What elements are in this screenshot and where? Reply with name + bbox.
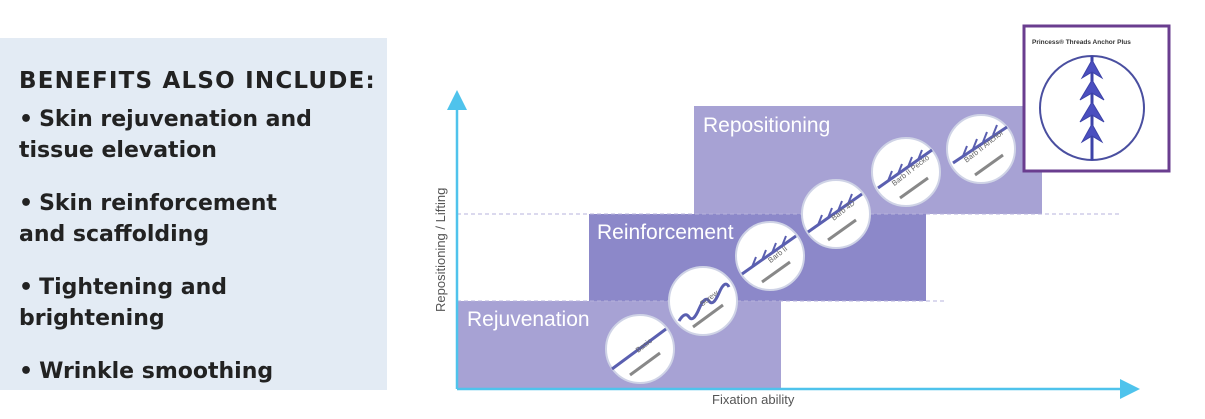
barb-thread-icon <box>807 192 863 234</box>
thread-barb-ii: Barb II <box>735 221 805 291</box>
tier-label-repositioning: Repositioning <box>703 114 830 137</box>
anchor-thread-icon <box>1079 56 1105 160</box>
benefits-panel: BENEFITS ALSO INCLUDE: •Skin rejuvenatio… <box>0 38 387 390</box>
barb-marks <box>887 149 923 182</box>
bullet: • <box>19 107 34 132</box>
benefit-item: •Wrinkle smoothing <box>19 356 377 387</box>
thread-barb-ii-anchor: Barb II Anchor <box>946 114 1016 184</box>
inset-title: Princess® Threads Anchor Plus <box>1032 38 1131 46</box>
benefit-line: and scaffolding <box>19 222 210 247</box>
y-axis-label: Repositioning / Lifting <box>433 188 448 312</box>
benefit-line: Skin reinforcement <box>39 191 277 216</box>
bullet: • <box>19 191 34 216</box>
benefit-line: Tightening and brightening <box>19 275 227 331</box>
benefit-item: •Skin reinforcement and scaffolding <box>19 188 377 250</box>
bullet: • <box>19 359 34 384</box>
barb-thread-icon <box>952 125 1008 165</box>
barb-marks <box>962 124 998 157</box>
x-axis-label: Fixation ability <box>712 392 795 407</box>
benefit-item: •Tightening and brightening <box>19 272 377 334</box>
tier-label-reinforcement: Reinforcement <box>597 221 734 244</box>
anchor-plus-inset: Princess® Threads Anchor Plus <box>1022 24 1171 173</box>
needle-icon <box>827 218 857 242</box>
smooth-thread-icon <box>611 327 667 371</box>
benefits-heading: BENEFITS ALSO INCLUDE: <box>19 68 376 94</box>
screw-thread-icon <box>677 282 731 322</box>
tier-label-rejuvenation: Rejuvenation <box>467 308 590 331</box>
needle-icon <box>629 351 661 377</box>
thread-basic: Basic <box>605 314 675 384</box>
needle-icon <box>761 260 791 284</box>
barb-marks <box>817 193 853 226</box>
barb-marks <box>751 235 787 268</box>
benefit-line: Wrinkle smoothing <box>39 359 274 384</box>
thread-screw: Screw <box>668 266 738 336</box>
needle-icon <box>974 153 1004 177</box>
benefit-item: •Skin rejuvenation and tissue elevation <box>19 104 377 166</box>
bullet: • <box>19 275 34 300</box>
barb-thread-icon <box>741 234 797 276</box>
thread-barb-4d: Barb 4D <box>801 179 871 249</box>
benefit-line: tissue elevation <box>19 138 217 163</box>
benefit-line: Skin rejuvenation and <box>39 107 312 132</box>
needle-icon <box>692 303 724 329</box>
barb-thread-icon <box>877 148 933 190</box>
needle-icon <box>899 176 929 200</box>
thread-barb-ii-pecko: Barb II Pecko <box>871 137 941 207</box>
